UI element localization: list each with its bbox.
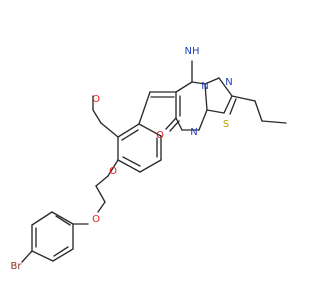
sulfur-label: S	[223, 119, 229, 130]
imine-nitrogen-label: NH	[185, 46, 200, 57]
molecule-diagram: Br O O O NH O N N N S	[10, 46, 287, 272]
thiadiazole-nitrogen-label: N	[225, 77, 232, 88]
methoxy-oxygen-label: O	[92, 94, 100, 105]
bond-layer	[21, 60, 287, 263]
chemical-structure: Br O O O NH O N N N S	[11, 46, 287, 272]
ring-nitrogen-label: N	[201, 81, 208, 92]
linker-ether-oxygen-label: O	[109, 166, 117, 177]
carbonyl-oxygen-label: O	[156, 130, 164, 141]
bromine-label: Br	[11, 261, 23, 272]
aryl-ether-oxygen-label: O	[92, 214, 100, 225]
pyrimidine-nitrogen-label: N	[190, 127, 197, 138]
atom-label-layer: Br O O O NH O N N N S	[11, 46, 233, 272]
